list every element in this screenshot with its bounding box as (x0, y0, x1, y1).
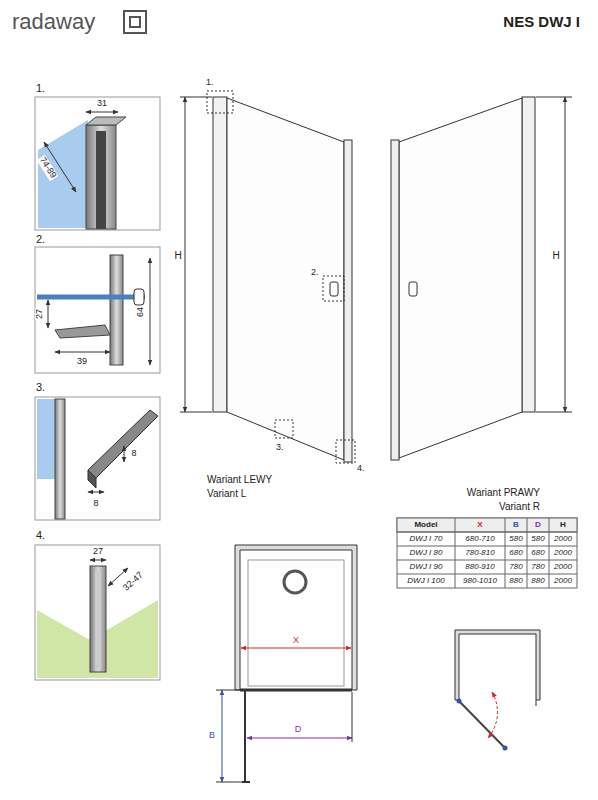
dimension: B (208, 731, 216, 741)
door-right (391, 97, 572, 460)
callout-number: 2. (311, 268, 319, 278)
variant-label: Wariant LEWY (207, 474, 272, 485)
detail-4 (37, 560, 158, 678)
table-cell: D (535, 521, 541, 530)
callout-number: 4. (36, 529, 45, 541)
variant-label: Wariant PRAWY (467, 487, 540, 498)
dimension: 27 (92, 547, 104, 557)
table-cell: DWJ I 70 (410, 535, 443, 544)
detail-3 (37, 399, 158, 519)
dimension: 39 (76, 357, 88, 367)
table-cell: B (513, 521, 519, 530)
callout-number: 1. (36, 82, 45, 94)
dimension: X (292, 636, 300, 646)
dimension: H (173, 250, 182, 261)
variant-label: Variant R (499, 501, 540, 512)
table-cell: 680 (509, 549, 522, 558)
table-cell: DWJ I 80 (410, 549, 443, 558)
table-cell: 880 (509, 577, 522, 586)
table-cell: 2000 (554, 535, 572, 544)
dimension: 8 (130, 449, 137, 459)
logo-icon (124, 11, 146, 33)
table-cell: 680 (531, 549, 544, 558)
plan-view (216, 545, 357, 782)
callout-number: 3. (276, 443, 284, 453)
table-cell: 680-710 (465, 535, 494, 544)
table-cell: 780-810 (465, 549, 494, 558)
table-cell: H (560, 521, 566, 530)
callout-number: 4. (357, 464, 365, 474)
table-cell: 2000 (554, 577, 572, 586)
variant-label: Variant L (207, 488, 246, 499)
table-cell: DWJ I 100 (407, 577, 444, 586)
table-cell: 880 (531, 577, 544, 586)
dimension: D (294, 725, 303, 735)
callout-number: 1. (206, 78, 214, 88)
table-cell: Model (414, 521, 437, 530)
dimension: H (551, 250, 560, 261)
dimension: 64 (136, 306, 146, 318)
door-left (180, 91, 355, 463)
logo-text: radaway (12, 10, 95, 34)
detail-2 (37, 255, 150, 365)
table-cell: 980-1010 (463, 577, 497, 586)
title: NES DWJ I (503, 14, 580, 31)
callout-number: 3. (36, 381, 45, 393)
table-cell: 780 (509, 563, 522, 572)
table-cell: 780 (531, 563, 544, 572)
table-cell: 2000 (554, 563, 572, 572)
detail-1 (38, 112, 126, 229)
size-table (397, 518, 577, 588)
table-cell: 580 (509, 535, 522, 544)
table-cell: 880-910 (465, 563, 494, 572)
table-cell: 580 (531, 535, 544, 544)
table-cell: 2000 (554, 549, 572, 558)
dimension: 8 (92, 499, 99, 509)
dimension: 27 (35, 308, 45, 320)
table-cell: DWJ I 90 (410, 563, 443, 572)
callout-number: 2. (36, 233, 45, 245)
table-cell: X (477, 521, 482, 530)
swing-plan (455, 630, 540, 751)
dimension: 31 (96, 99, 108, 109)
